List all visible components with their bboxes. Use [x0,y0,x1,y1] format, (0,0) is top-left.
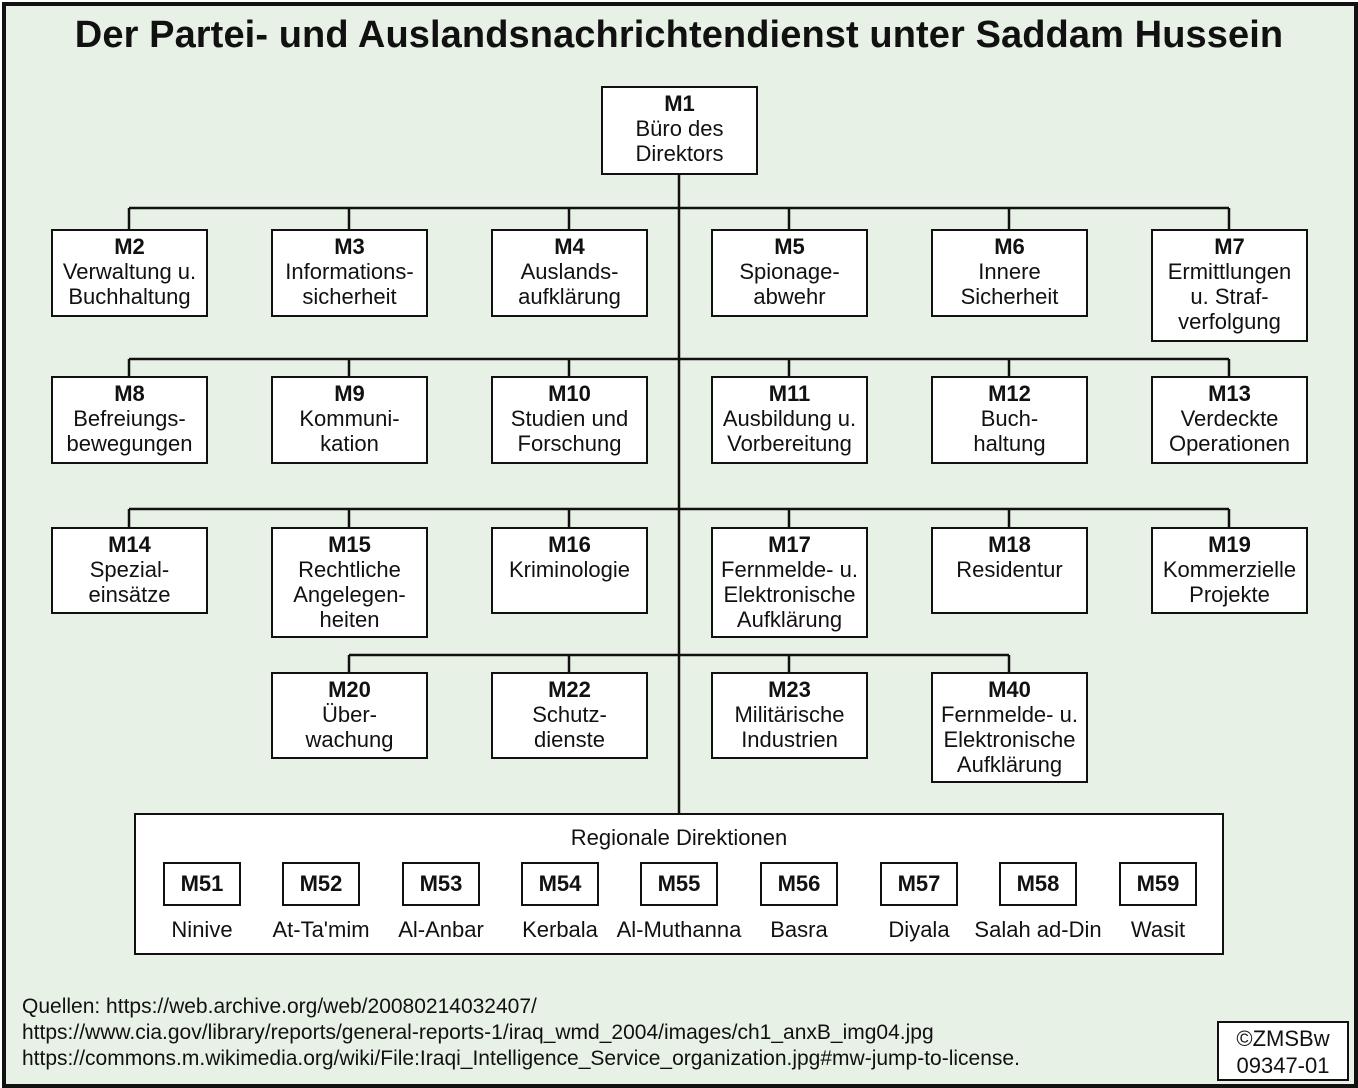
box-m57: M57 [880,862,958,906]
box-m18: M18 Residentur [931,527,1088,614]
box-label: Informations- sicherheit [285,259,414,309]
region-label: Salah ad-Din [974,917,1102,942]
box-label: Kommuni- kation [299,406,400,456]
copyright-id: 09347-01 [1236,1053,1330,1078]
box-code: M17 [768,532,811,557]
box-code: M5 [774,234,805,259]
page-title: Der Partei- und Auslandsnachrichtendiens… [74,14,1284,56]
box-label: Über- wachung [305,702,394,752]
box-label: Kommerzielle Projekte [1162,557,1297,607]
box-label: Innere Sicherheit [960,259,1059,309]
box-code: M10 [548,381,591,406]
box-m58: M58 [999,862,1077,906]
region-label: Al-Muthanna [616,917,742,942]
region-label: Kerbala [522,917,598,942]
box-code: M8 [114,381,145,406]
box-m51: M51 [163,862,241,906]
box-m55: M55 [640,862,718,906]
box-code: M15 [328,532,371,557]
box-code: M22 [548,677,591,702]
box-m16: M16 Kriminologie [491,527,648,614]
box-code: M1 [664,91,695,116]
box-m11: M11 Ausbildung u. Vorbereitung [711,376,868,464]
box-label: Verwaltung u. Buchhaltung [62,259,197,309]
box-code: M18 [988,532,1031,557]
box-m59: M59 [1119,862,1197,906]
box-code: M6 [994,234,1025,259]
regional-directorates-box: Regionale Direktionen M51 Ninive M52 At-… [134,813,1224,955]
box-label: Büro des Direktors [635,116,724,166]
box-label: Fernmelde- u. Elektronische Aufklärung [721,557,858,632]
region-label: Wasit [1130,917,1186,942]
box-m6: M6 Innere Sicherheit [931,229,1088,317]
box-label: Auslands- aufklärung [518,259,621,309]
box-code: M14 [108,532,151,557]
box-label: Schutz- dienste [532,702,607,752]
box-code: M2 [114,234,145,259]
box-code: M12 [988,381,1031,406]
regional-title: Regionale Direktionen [570,825,788,850]
box-m23: M23 Militärische Industrien [711,672,868,759]
box-m7: M7 Ermittlungen u. Straf- verfolgung [1151,229,1308,342]
box-m53: M53 [402,862,480,906]
box-m19: M19 Kommerzielle Projekte [1151,527,1308,614]
box-m2: M2 Verwaltung u. Buchhaltung [51,229,208,317]
box-code: M19 [1208,532,1251,557]
box-label: Buch- haltung [973,406,1046,456]
box-m12: M12 Buch- haltung [931,376,1088,464]
copyright-line: ©ZMSBw [1236,1026,1330,1051]
box-label: Studien und Forschung [510,406,629,456]
box-m5: M5 Spionage- abwehr [711,229,868,317]
box-label: Kriminologie [508,557,631,582]
box-label: Verdeckte Operationen [1168,406,1291,456]
box-label: Ausbildung u. Vorbereitung [722,406,857,456]
region-label: Diyala [888,917,950,942]
box-label: Fernmelde- u. Elektronische Aufklärung [941,702,1078,777]
box-code: M23 [768,677,811,702]
box-code: M4 [554,234,585,259]
box-m3: M3 Informations- sicherheit [271,229,428,317]
box-m52: M52 [282,862,360,906]
box-label: Spezial- einsätze [88,557,171,607]
box-code: M16 [548,532,591,557]
region-label: At-Ta'mim [272,917,370,942]
box-m22: M22 Schutz- dienste [491,672,648,759]
box-code: M3 [334,234,365,259]
box-m20: M20 Über- wachung [271,672,428,759]
box-m8: M8 Befreiungs- bewegungen [51,376,208,464]
source-line: https://www.cia.gov/library/reports/gene… [22,1021,934,1044]
box-label: Befreiungs- bewegungen [66,406,193,456]
box-code: M11 [768,381,811,406]
box-code: M9 [334,381,365,406]
box-m17: M17 Fernmelde- u. Elektronische Aufkläru… [711,527,868,638]
box-code: M20 [328,677,371,702]
box-m4: M4 Auslands- aufklärung [491,229,648,317]
sources-text: Quellen: https://web.archive.org/web/200… [22,994,1020,1072]
box-m54: M54 [521,862,599,906]
region-label: Al-Anbar [398,917,484,942]
box-label: Spionage- abwehr [739,259,840,309]
source-line: https://commons.m.wikimedia.org/wiki/Fil… [22,1047,1020,1070]
box-code: M40 [988,677,1031,702]
box-m1: M1 Büro des Direktors [601,86,758,175]
box-label: Militärische Industrien [734,702,845,752]
box-label: Residentur [956,557,1063,582]
box-m9: M9 Kommuni- kation [271,376,428,464]
box-code: M13 [1208,381,1251,406]
box-code: M7 [1214,234,1245,259]
copyright-badge: ©ZMSBw 09347-01 [1217,1021,1349,1081]
box-m14: M14 Spezial- einsätze [51,527,208,614]
box-m10: M10 Studien und Forschung [491,376,648,464]
box-m15: M15 Rechtliche Angelegen- heiten [271,527,428,638]
box-label: Ermittlungen u. Straf- verfolgung [1167,259,1292,334]
region-label: Ninive [171,917,233,942]
box-m13: M13 Verdeckte Operationen [1151,376,1308,464]
box-m56: M56 [760,862,838,906]
source-line: Quellen: https://web.archive.org/web/200… [22,995,537,1018]
box-m40: M40 Fernmelde- u. Elektronische Aufkläru… [931,672,1088,783]
region-label: Basra [770,917,828,942]
box-label: Rechtliche Angelegen- heiten [293,557,406,632]
